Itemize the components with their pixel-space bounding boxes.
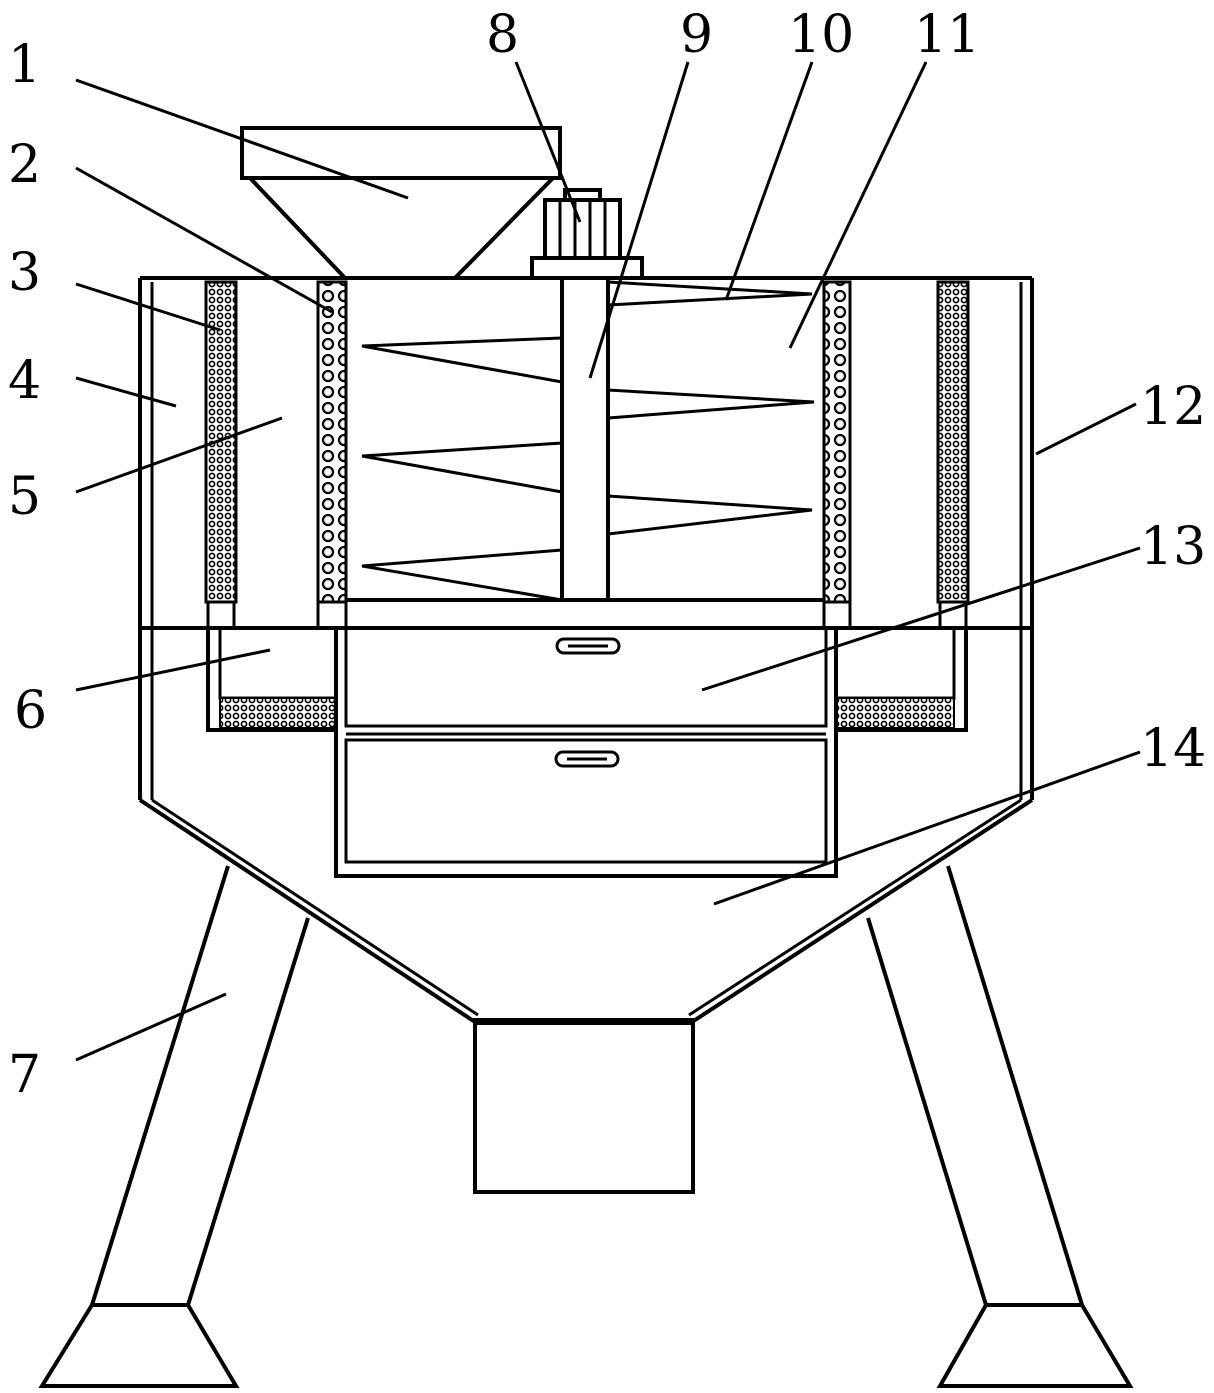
- callout-labels: 1 2 3 4 5 6 7 8 9 10 11 12 13 14: [8, 5, 1206, 1105]
- callout-7: 7: [8, 1045, 41, 1105]
- helical-blades: [361, 280, 815, 602]
- callout-3: 3: [8, 243, 41, 303]
- discharge-funnel: [138, 798, 1034, 1194]
- perforated-drum: [316, 280, 852, 630]
- drawer-handle-upper: [555, 637, 621, 655]
- callout-8: 8: [486, 5, 519, 65]
- support-legs: [38, 865, 1134, 1388]
- outer-screen: [204, 280, 970, 630]
- callout-11: 11: [914, 5, 980, 65]
- callout-12: 12: [1140, 377, 1206, 437]
- drawer-handle-lower: [554, 750, 620, 768]
- callout-2: 2: [8, 135, 41, 195]
- callout-4: 4: [8, 351, 41, 411]
- shaft: [560, 276, 610, 602]
- callout-5: 5: [8, 467, 41, 527]
- callout-1: 1: [8, 35, 41, 95]
- feed-hopper: [240, 126, 562, 280]
- callout-9: 9: [680, 5, 713, 65]
- callout-6: 6: [14, 681, 47, 741]
- callout-10: 10: [788, 5, 854, 65]
- callout-14: 14: [1140, 719, 1206, 779]
- leader-lines: [75, 61, 1141, 1062]
- drawer-assembly: [334, 626, 838, 878]
- callout-13: 13: [1140, 517, 1206, 577]
